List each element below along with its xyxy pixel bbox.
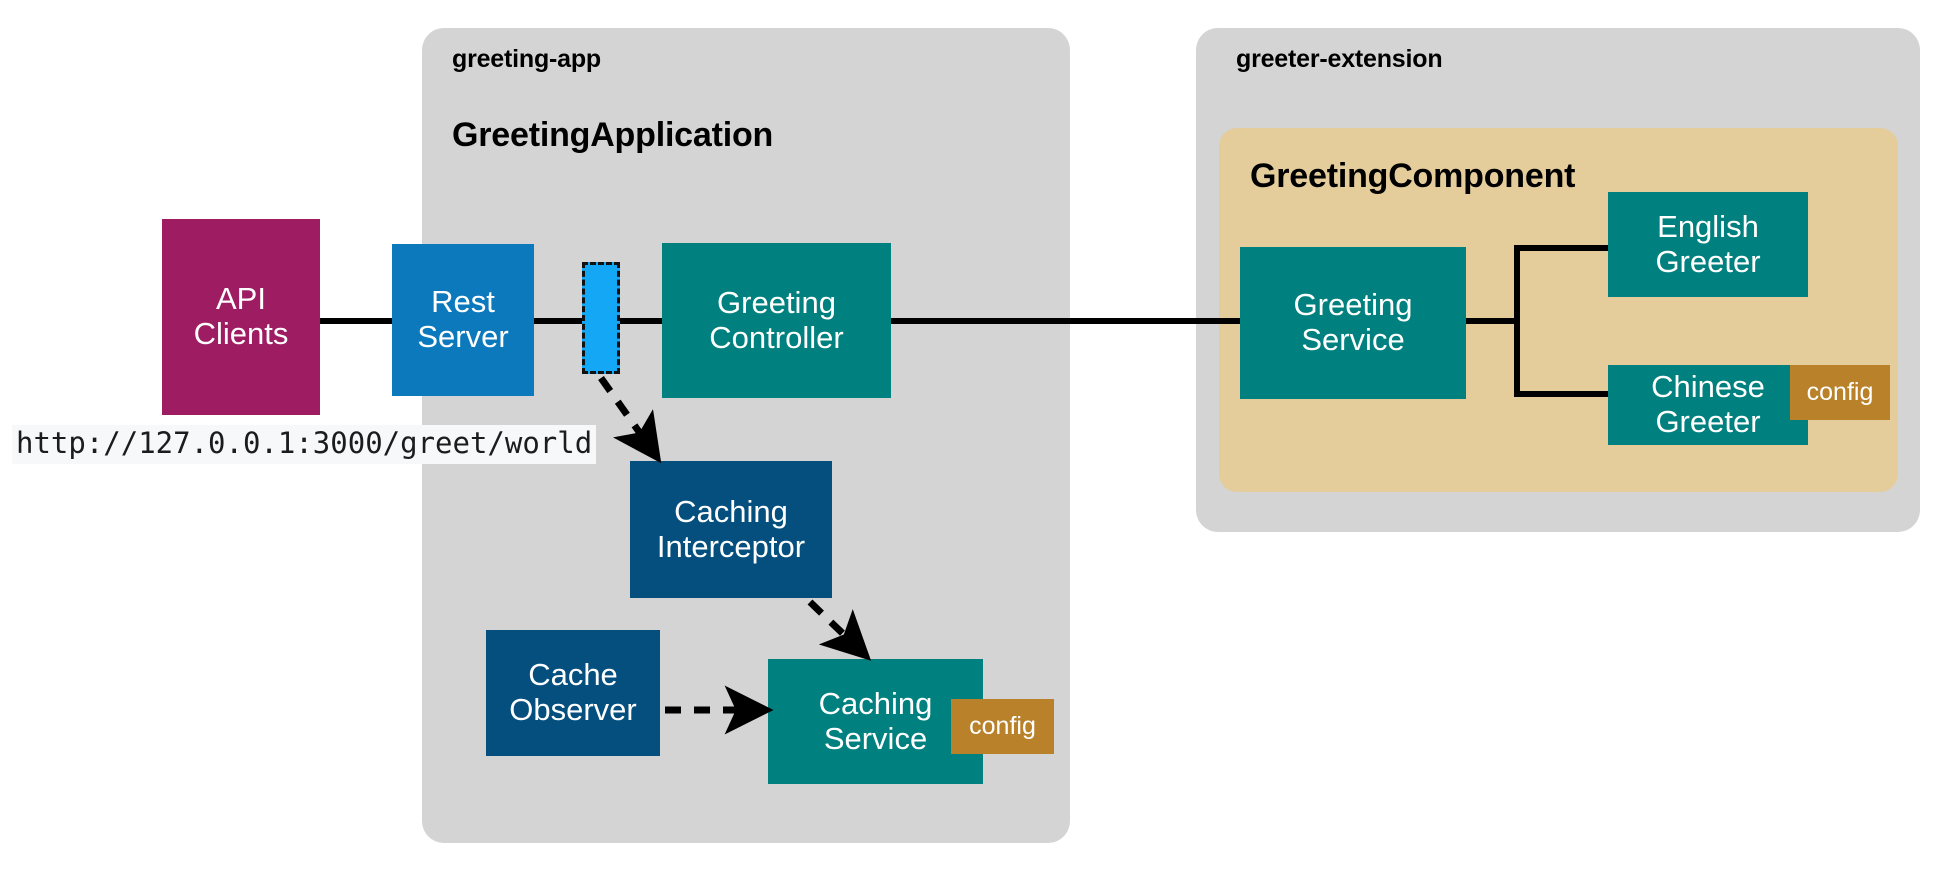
connector-bracket-to-chinese-greeter [1514,391,1614,397]
badge-chinese-greeter-config[interactable]: config [1790,365,1890,420]
node-rest-server[interactable]: Rest Server [392,244,534,396]
node-caching-service[interactable]: Caching Service [768,659,983,784]
connector-greeter-bracket-vertical [1514,245,1520,397]
greeting-application-label: GreetingApplication [452,116,774,154]
node-chinese-greeter[interactable]: Chinese Greeter [1608,365,1808,445]
url-caption: http://127.0.0.1:3000/greet/world [12,425,597,465]
node-greeting-controller[interactable]: Greeting Controller [662,243,891,398]
node-sequence-marker[interactable] [582,262,620,374]
greeting-component-label: GreetingComponent [1250,157,1576,195]
node-greeting-service[interactable]: Greeting Service [1240,247,1466,399]
connector-controller-to-greeting-service [889,318,1242,324]
group-greeting-app-label: greeting-app [452,45,601,73]
node-api-clients[interactable]: API Clients [162,219,320,415]
node-english-greeter[interactable]: English Greeter [1608,192,1808,297]
group-greeter-extension-label: greeter-extension [1236,45,1443,73]
badge-caching-service-config[interactable]: config [951,699,1054,754]
connector-api-to-rest [318,318,394,324]
node-caching-interceptor[interactable]: Caching Interceptor [630,461,832,598]
connector-bracket-to-english-greeter [1514,245,1614,251]
node-cache-observer[interactable]: Cache Observer [486,630,660,756]
connector-greeting-service-stem [1464,318,1514,324]
